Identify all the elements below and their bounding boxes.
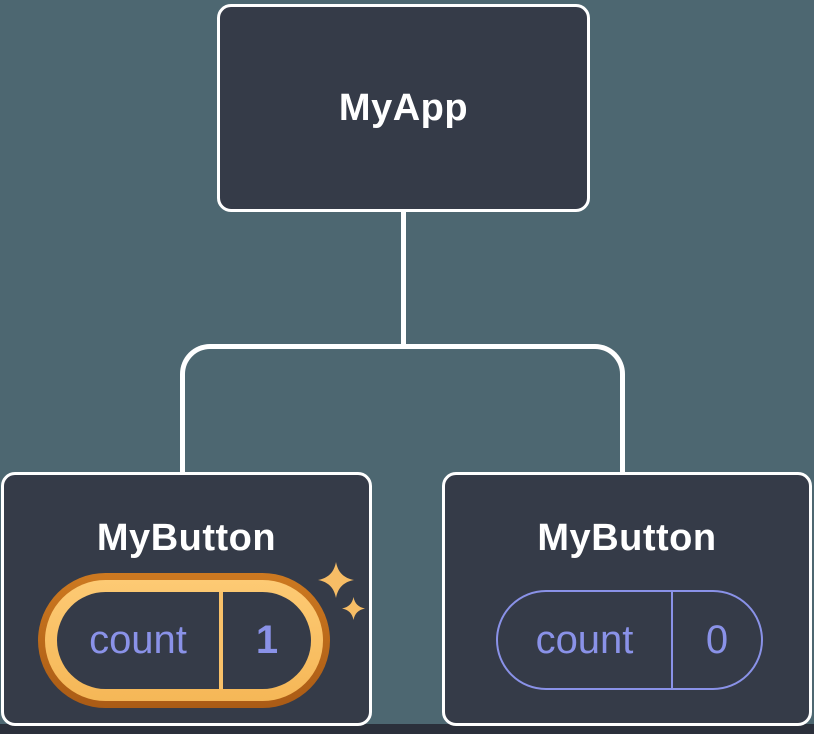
node-label-root: MyApp — [338, 86, 469, 129]
state-pill-plain[interactable]: count 0 — [496, 590, 763, 690]
state-key-label: count — [535, 617, 634, 662]
state-key-label: count — [89, 618, 187, 662]
state-pill-highlighted[interactable]: count 1 — [38, 573, 330, 708]
connector-root-trunk — [401, 210, 406, 348]
state-value: 0 — [705, 617, 729, 662]
node-label-child-left: MyButton — [96, 517, 277, 559]
state-value: 1 — [255, 618, 279, 662]
tree-node-child-plain: MyButton count 0 — [442, 472, 812, 726]
tree-node-root: MyApp — [217, 4, 590, 212]
tree-node-child-highlighted: MyButton count 1 — [1, 472, 372, 726]
sparkle-icon-small — [342, 597, 365, 620]
pill-divider — [671, 592, 673, 688]
state-pill-body: count 1 — [57, 592, 311, 689]
highlight-ring: count 1 — [45, 580, 323, 701]
node-label-child-right: MyButton — [537, 517, 717, 559]
connector-branch-bracket — [180, 344, 625, 472]
sparkle-icon — [318, 562, 354, 598]
pill-divider — [219, 592, 223, 689]
page-background-strip — [0, 724, 814, 734]
